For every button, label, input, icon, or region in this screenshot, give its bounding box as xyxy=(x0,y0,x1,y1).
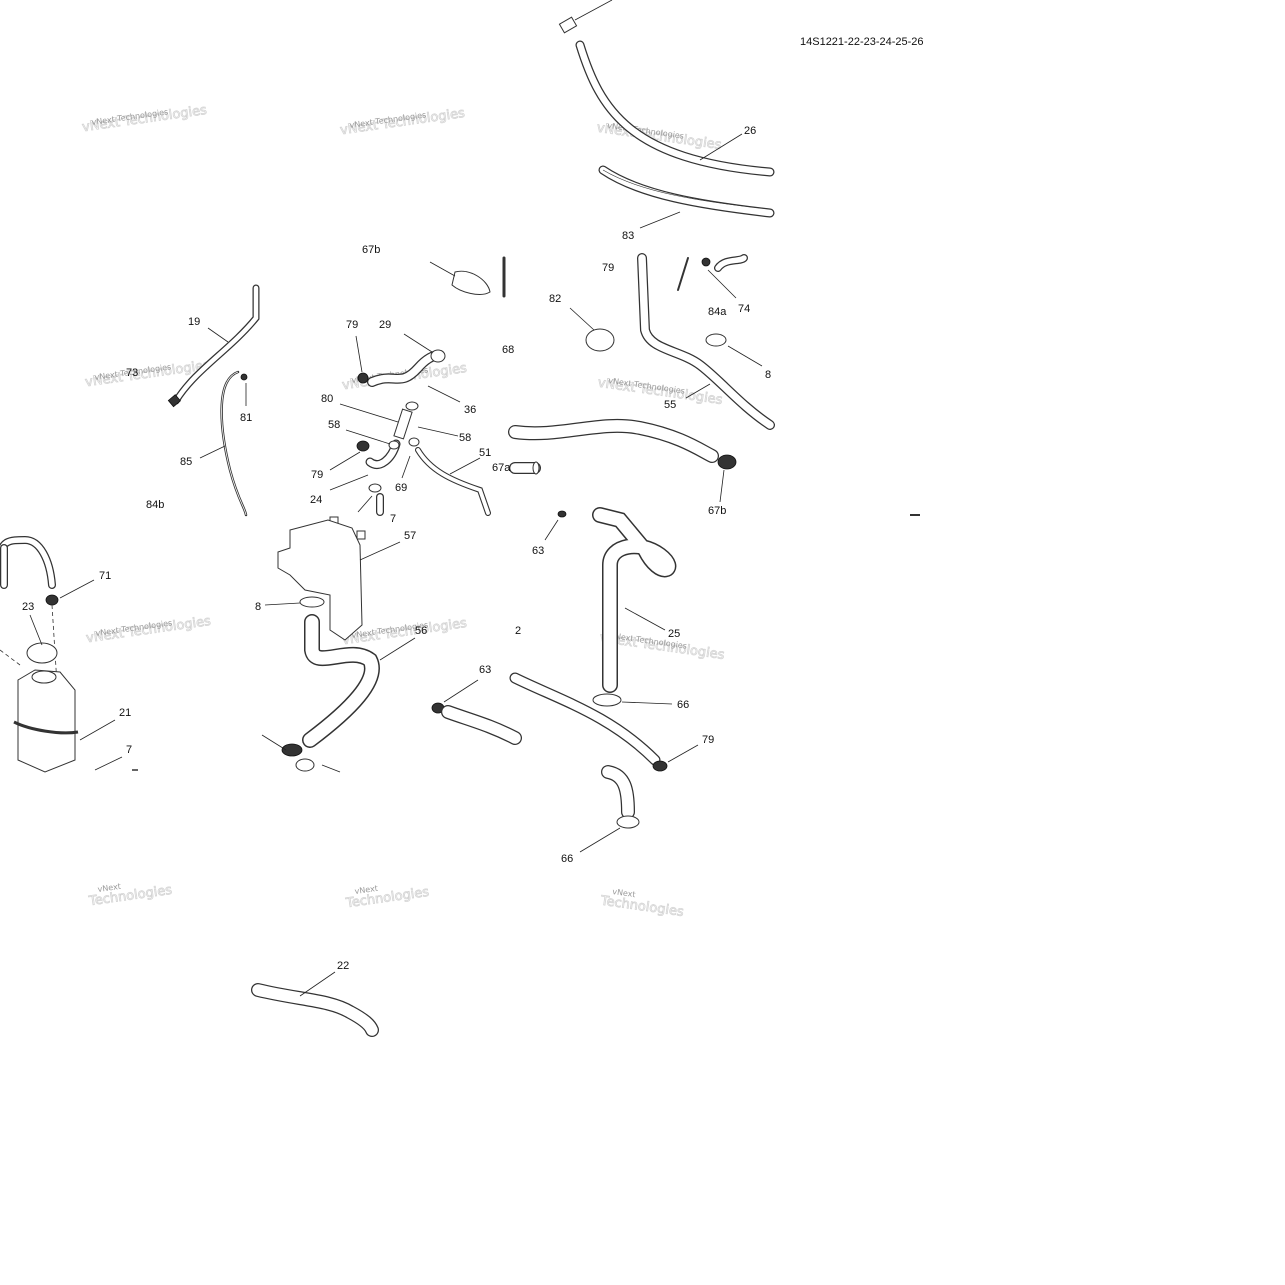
label-19: 19 xyxy=(188,316,200,328)
fitting xyxy=(558,16,578,34)
label-58: 58 xyxy=(328,419,340,431)
hose-25-assembly xyxy=(431,507,699,853)
label-29: 29 xyxy=(379,319,391,331)
label-23: 23 xyxy=(22,601,34,613)
clamp xyxy=(701,257,711,267)
label-67b: 67b xyxy=(362,244,380,256)
label-82: 82 xyxy=(549,293,561,305)
label-63: 63 xyxy=(479,664,491,676)
label-66: 66 xyxy=(561,853,573,865)
watermark-partial: Technologies vNext xyxy=(598,887,685,920)
label-25: 25 xyxy=(668,628,680,640)
bracket-hose-56-assembly xyxy=(261,519,416,773)
label-74: 74 xyxy=(738,303,750,315)
label-8x: 8 xyxy=(765,369,771,381)
clamp-58 xyxy=(388,440,400,450)
diagram-code: 14S1221-22-23-24-25-26 xyxy=(800,36,924,48)
clip-81 xyxy=(240,373,248,381)
clamp-79-b xyxy=(356,440,370,452)
clamp-36 xyxy=(405,401,419,411)
clamp xyxy=(295,758,315,772)
clamp-66 xyxy=(592,693,622,707)
label-7: 7 xyxy=(126,744,132,756)
label-2x: 2 xyxy=(515,625,521,637)
label-79: 79 xyxy=(346,319,358,331)
label-26: 26 xyxy=(744,125,756,137)
fitting-80 xyxy=(393,408,413,440)
label-56: 56 xyxy=(415,625,427,637)
watermark: vNext Technologies vNext Technologies xyxy=(339,106,467,139)
label-66: 66 xyxy=(677,699,689,711)
hose-85 xyxy=(220,370,248,517)
label-67b: 67b xyxy=(708,505,726,517)
svg-text:vNext: vNext xyxy=(612,887,636,899)
hose-55-assembly xyxy=(508,253,775,503)
clamp-8x xyxy=(705,333,727,347)
label-57: 57 xyxy=(404,530,416,542)
clamp xyxy=(299,596,325,608)
label-73: 73 xyxy=(126,367,138,379)
clamp-71 xyxy=(45,594,59,606)
fitting-29 xyxy=(430,349,446,363)
clamp-67b xyxy=(717,454,737,470)
label-67a: 67a xyxy=(492,462,511,474)
clamp-82 xyxy=(585,328,615,352)
label-79: 79 xyxy=(311,469,323,481)
label-55: 55 xyxy=(664,399,676,411)
clamp xyxy=(368,483,382,493)
label-36: 36 xyxy=(464,404,476,416)
svg-text:Technologies: Technologies xyxy=(599,893,685,920)
label-83: 83 xyxy=(622,230,634,242)
label-85: 85 xyxy=(180,456,192,468)
label-79: 79 xyxy=(702,734,714,746)
coolant-reservoir-assembly xyxy=(0,535,123,773)
clamp-79 xyxy=(357,372,369,384)
label-51: 51 xyxy=(479,447,491,459)
part-84a xyxy=(677,257,689,291)
fitting-73 xyxy=(167,394,181,408)
label-22: 22 xyxy=(337,960,349,972)
label-80: 80 xyxy=(321,393,333,405)
clip xyxy=(356,530,366,540)
label-79: 79 xyxy=(602,262,614,274)
svg-text:vNext: vNext xyxy=(97,882,121,894)
clamp xyxy=(281,743,303,757)
watermark: vNext Technologies vNext Technologies xyxy=(85,614,213,647)
svg-text:vNext: vNext xyxy=(354,884,378,896)
watermark-partial: Technologies vNext xyxy=(87,882,174,910)
part-labels: 26 83 67b 79 82 84a 74 8 55 19 73 81 85 … xyxy=(22,125,771,972)
label-21: 21 xyxy=(119,707,131,719)
reservoir-21 xyxy=(17,669,76,773)
hose-26-assembly xyxy=(558,0,775,229)
label-24: 24 xyxy=(310,494,322,506)
label-8y: 8 xyxy=(255,601,261,613)
bracket-57 xyxy=(277,519,363,641)
watermark: vNext Technologies vNext Technologies xyxy=(81,103,209,136)
label-81: 81 xyxy=(240,412,252,424)
cap-23 xyxy=(26,642,58,664)
label-7: 7 xyxy=(390,513,396,525)
label-63: 63 xyxy=(532,545,544,557)
label-84b: 84b xyxy=(146,499,164,511)
hose-22-assembly xyxy=(251,971,379,1037)
label-58: 58 xyxy=(459,432,471,444)
watermark-partial: Technologies vNext xyxy=(344,884,431,912)
label-68: 68 xyxy=(502,344,514,356)
fitting-cluster xyxy=(329,256,506,540)
hose-19-assembly xyxy=(167,284,260,517)
clamp-58-b xyxy=(408,437,420,447)
gasket-67b xyxy=(451,270,491,295)
clamp-79 xyxy=(652,760,668,772)
label-69: 69 xyxy=(395,482,407,494)
label-71: 71 xyxy=(99,570,111,582)
strap-7 xyxy=(13,720,79,735)
clamp-63 xyxy=(557,510,567,518)
watermark: vNext Technologies vNext Technologies xyxy=(596,375,724,408)
label-84a: 84a xyxy=(708,306,727,318)
clamp-66-b xyxy=(616,815,640,829)
